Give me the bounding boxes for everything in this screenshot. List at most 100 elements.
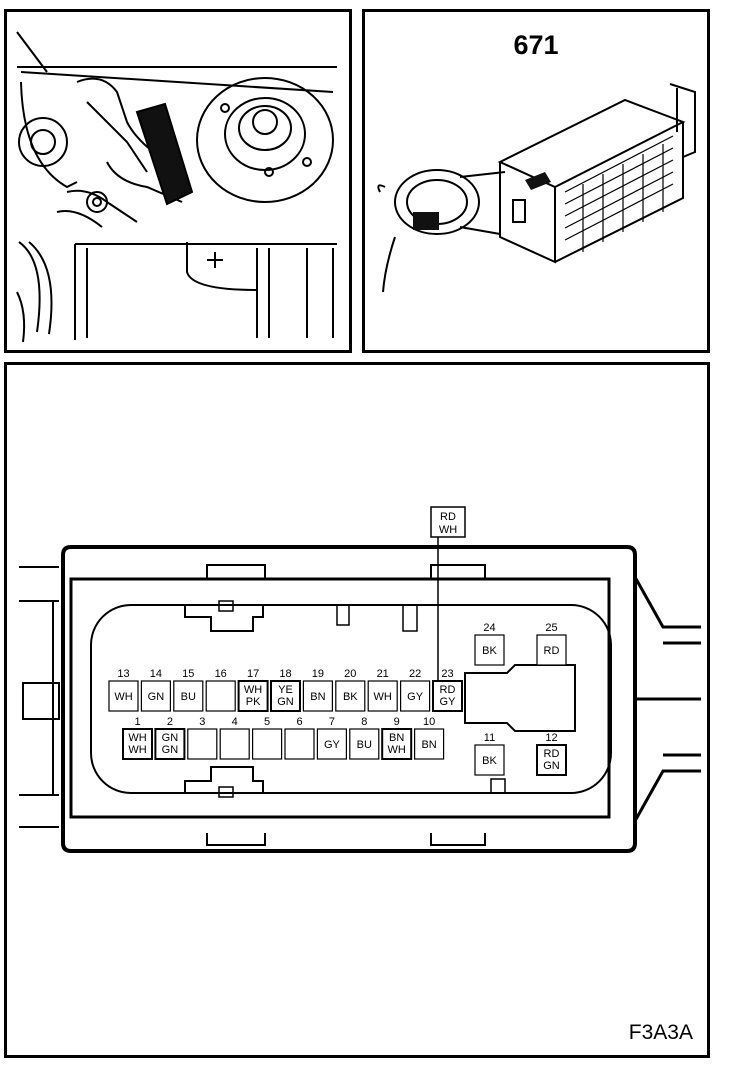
pin-cavity bbox=[400, 680, 431, 712]
pin-wire-color: BK bbox=[482, 645, 497, 657]
right-strut-mount bbox=[196, 77, 334, 203]
pin-cavity bbox=[536, 634, 567, 666]
battery-positive-icon bbox=[207, 252, 223, 268]
pin-number: 17 bbox=[247, 668, 259, 680]
pin-wire-color: BN bbox=[421, 739, 436, 751]
pin-wire-color: GN bbox=[543, 760, 560, 772]
pin-cavity bbox=[173, 680, 204, 712]
pin-cavity bbox=[474, 634, 505, 666]
left-strut-mount bbox=[18, 117, 68, 167]
pin-number: 24 bbox=[483, 622, 495, 634]
pin-wire-color: WH bbox=[114, 691, 132, 703]
pin-cavity bbox=[205, 680, 236, 712]
pin-cavity bbox=[302, 680, 333, 712]
pin-cavity bbox=[284, 728, 315, 760]
pin-wire-color: BN bbox=[310, 691, 325, 703]
pin-number: 25 bbox=[545, 622, 557, 634]
pin-8: 8BU bbox=[349, 716, 380, 760]
pin-number: 9 bbox=[394, 716, 400, 728]
pin-6: 6 bbox=[284, 716, 315, 760]
pin-number: 2 bbox=[167, 716, 173, 728]
pin-wire-color: BU bbox=[357, 739, 372, 751]
pin-cavity bbox=[270, 680, 301, 712]
pin-cavity bbox=[237, 680, 269, 712]
pin-wire-color: RD bbox=[544, 748, 560, 760]
connector-number: 671 bbox=[513, 30, 559, 60]
pin-wire-color: BN bbox=[389, 732, 404, 744]
pin-number: 5 bbox=[264, 716, 270, 728]
pin-wire-color: RD bbox=[440, 684, 456, 696]
pin-cavity bbox=[219, 728, 250, 760]
pin-wire-color: RD bbox=[544, 645, 560, 657]
pin-5: 5 bbox=[252, 716, 283, 760]
callout-color-2: WH bbox=[439, 524, 457, 536]
pin-number: 18 bbox=[279, 668, 291, 680]
connector-housing-top bbox=[497, 98, 686, 189]
connector-drawing bbox=[377, 83, 696, 293]
connector-housing-front bbox=[499, 162, 556, 264]
pin-cavity bbox=[536, 744, 567, 776]
pin-7: 7GY bbox=[316, 716, 347, 760]
pin-wire-color: GY bbox=[324, 739, 341, 751]
pin-number: 15 bbox=[182, 668, 194, 680]
pin-cavity bbox=[140, 680, 171, 712]
figure-code: F3A3A bbox=[628, 1021, 693, 1044]
center-key-block bbox=[464, 664, 576, 732]
pin-cavity bbox=[474, 744, 505, 776]
pin-cavity bbox=[154, 728, 186, 760]
pin-field bbox=[90, 604, 612, 794]
pin-cavity bbox=[335, 680, 366, 712]
pin-number: 4 bbox=[232, 716, 238, 728]
wire-callout: RD WH bbox=[430, 506, 466, 683]
pin-wire-color: WH bbox=[388, 744, 406, 756]
pin-cavity bbox=[349, 728, 380, 760]
pin-cavity bbox=[414, 728, 445, 760]
connector-inner-frame bbox=[69, 577, 611, 819]
pin-wire-color: GY bbox=[407, 691, 424, 703]
left-latch-block bbox=[22, 682, 60, 720]
callout-box bbox=[430, 506, 466, 538]
pin-wire-color: BK bbox=[482, 755, 497, 767]
pin-wire-color: PK bbox=[246, 696, 261, 708]
pin-wire-color: YE bbox=[278, 684, 293, 696]
pin-number: 21 bbox=[377, 668, 389, 680]
pin-wire-color: WH bbox=[374, 691, 392, 703]
pin-cavity bbox=[381, 728, 413, 760]
pin-cavity bbox=[316, 728, 347, 760]
pin-wire-color: GN bbox=[277, 696, 294, 708]
engine-bay-drawing bbox=[16, 31, 337, 343]
pin-number: 14 bbox=[150, 668, 162, 680]
pin-16: 16 bbox=[205, 668, 236, 712]
pin-cavity bbox=[122, 728, 153, 760]
pin-number: 10 bbox=[423, 716, 435, 728]
pin-cavity bbox=[432, 680, 463, 712]
connector-illustration: 671 bbox=[362, 9, 710, 353]
pin-cavity bbox=[108, 680, 139, 712]
pin-number: 20 bbox=[344, 668, 356, 680]
pin-4: 4 bbox=[219, 716, 250, 760]
pin-wire-color: WH bbox=[244, 684, 262, 696]
control-module-highlight bbox=[135, 102, 194, 206]
pin-number: 13 bbox=[117, 668, 129, 680]
engine-bay-illustration bbox=[4, 9, 352, 353]
pin-cavity bbox=[252, 728, 283, 760]
pin-number: 1 bbox=[134, 716, 140, 728]
